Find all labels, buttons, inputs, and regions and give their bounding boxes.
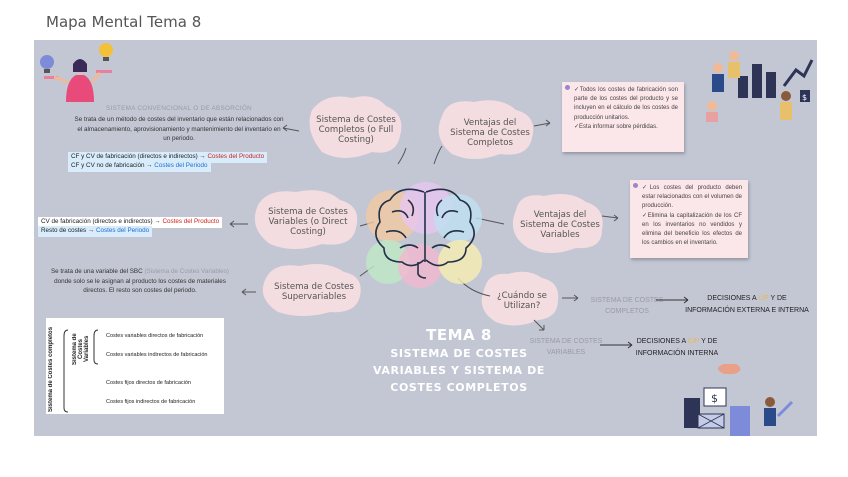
tree-leaf: Costes variables directos de fabricación [106, 333, 203, 339]
bubble-direct-costing: Sistema de Costes Variables (o Direct Co… [260, 198, 356, 246]
note-text: Esta informar sobre pérdidas. [579, 124, 658, 130]
decision-text: DECISIONES A [637, 338, 686, 345]
cuando-variables-decision: DECISIONES A C/P Y DE INFORMACIÓN INTERN… [624, 336, 730, 360]
note-item-2: ✓Esta informar sobre pérdidas. [574, 123, 678, 132]
pin-icon [633, 183, 638, 188]
person-money-illustration [774, 84, 794, 85]
note-item-1: ✓Los costes del producto deben estar rel… [642, 184, 742, 212]
document-title: Mapa Mental Tema 8 [46, 13, 201, 31]
brain-icon [360, 178, 490, 294]
note-text: Todos los costes de fabricación son part… [574, 87, 678, 121]
note-item-1: ✓Todos los costes de fabricación son par… [574, 86, 678, 123]
dollar-bag-illustration: $ [684, 358, 800, 436]
svg-text:$: $ [711, 392, 718, 405]
decision-highlight: L/P [758, 295, 768, 302]
tree-leaf: Costes fijos indirectos de fabricación [106, 399, 195, 405]
note-item-2: ✓Elimina la capitalización de los CF en … [642, 212, 742, 249]
cuando-completos-decision: DECISIONES A L/P Y DE INFORMACIÓN EXTERN… [684, 293, 810, 317]
bubble-cuando: ¿Cuándo se Utilizan? [486, 278, 558, 324]
svg-text:$: $ [802, 93, 807, 102]
pin-icon [565, 85, 570, 90]
note-ventajas-variables: ✓Los costes del producto deben estar rel… [630, 180, 748, 258]
note-ventajas-completos: ✓Todos los costes de fabricación son par… [562, 82, 684, 152]
note-text: Los costes del producto deben estar rela… [642, 185, 742, 209]
decision-text: DECISIONES A [707, 295, 756, 302]
tree-leaf: Costes variables indirectos de fabricaci… [106, 352, 208, 358]
business-people-chart-illustration: $ [704, 46, 814, 122]
bubble-full-costing: Sistema de Costes Completos (o Full Cost… [316, 102, 396, 158]
tree-leaf: Costes fijos directos de fabricación [106, 380, 191, 386]
bubble-ventajas-variables: Ventajas del Sistema de Costes Variables [518, 200, 602, 250]
bubble-ventajas-completos: Ventajas del Sistema de Costes Completos [446, 108, 534, 158]
title-line-4: COSTES COMPLETOS [344, 379, 574, 396]
bubble-supervariables: Sistema de Costes Supervariables [270, 270, 358, 314]
cost-classification-tree: Sistema de Costes completos Sistema de C… [46, 318, 224, 414]
title-line-3: VARIABLES Y SISTEMA DE [344, 362, 574, 379]
decision-highlight: C/P [688, 338, 700, 345]
note-text: Elimina la capitalización de los CF en l… [642, 213, 742, 247]
